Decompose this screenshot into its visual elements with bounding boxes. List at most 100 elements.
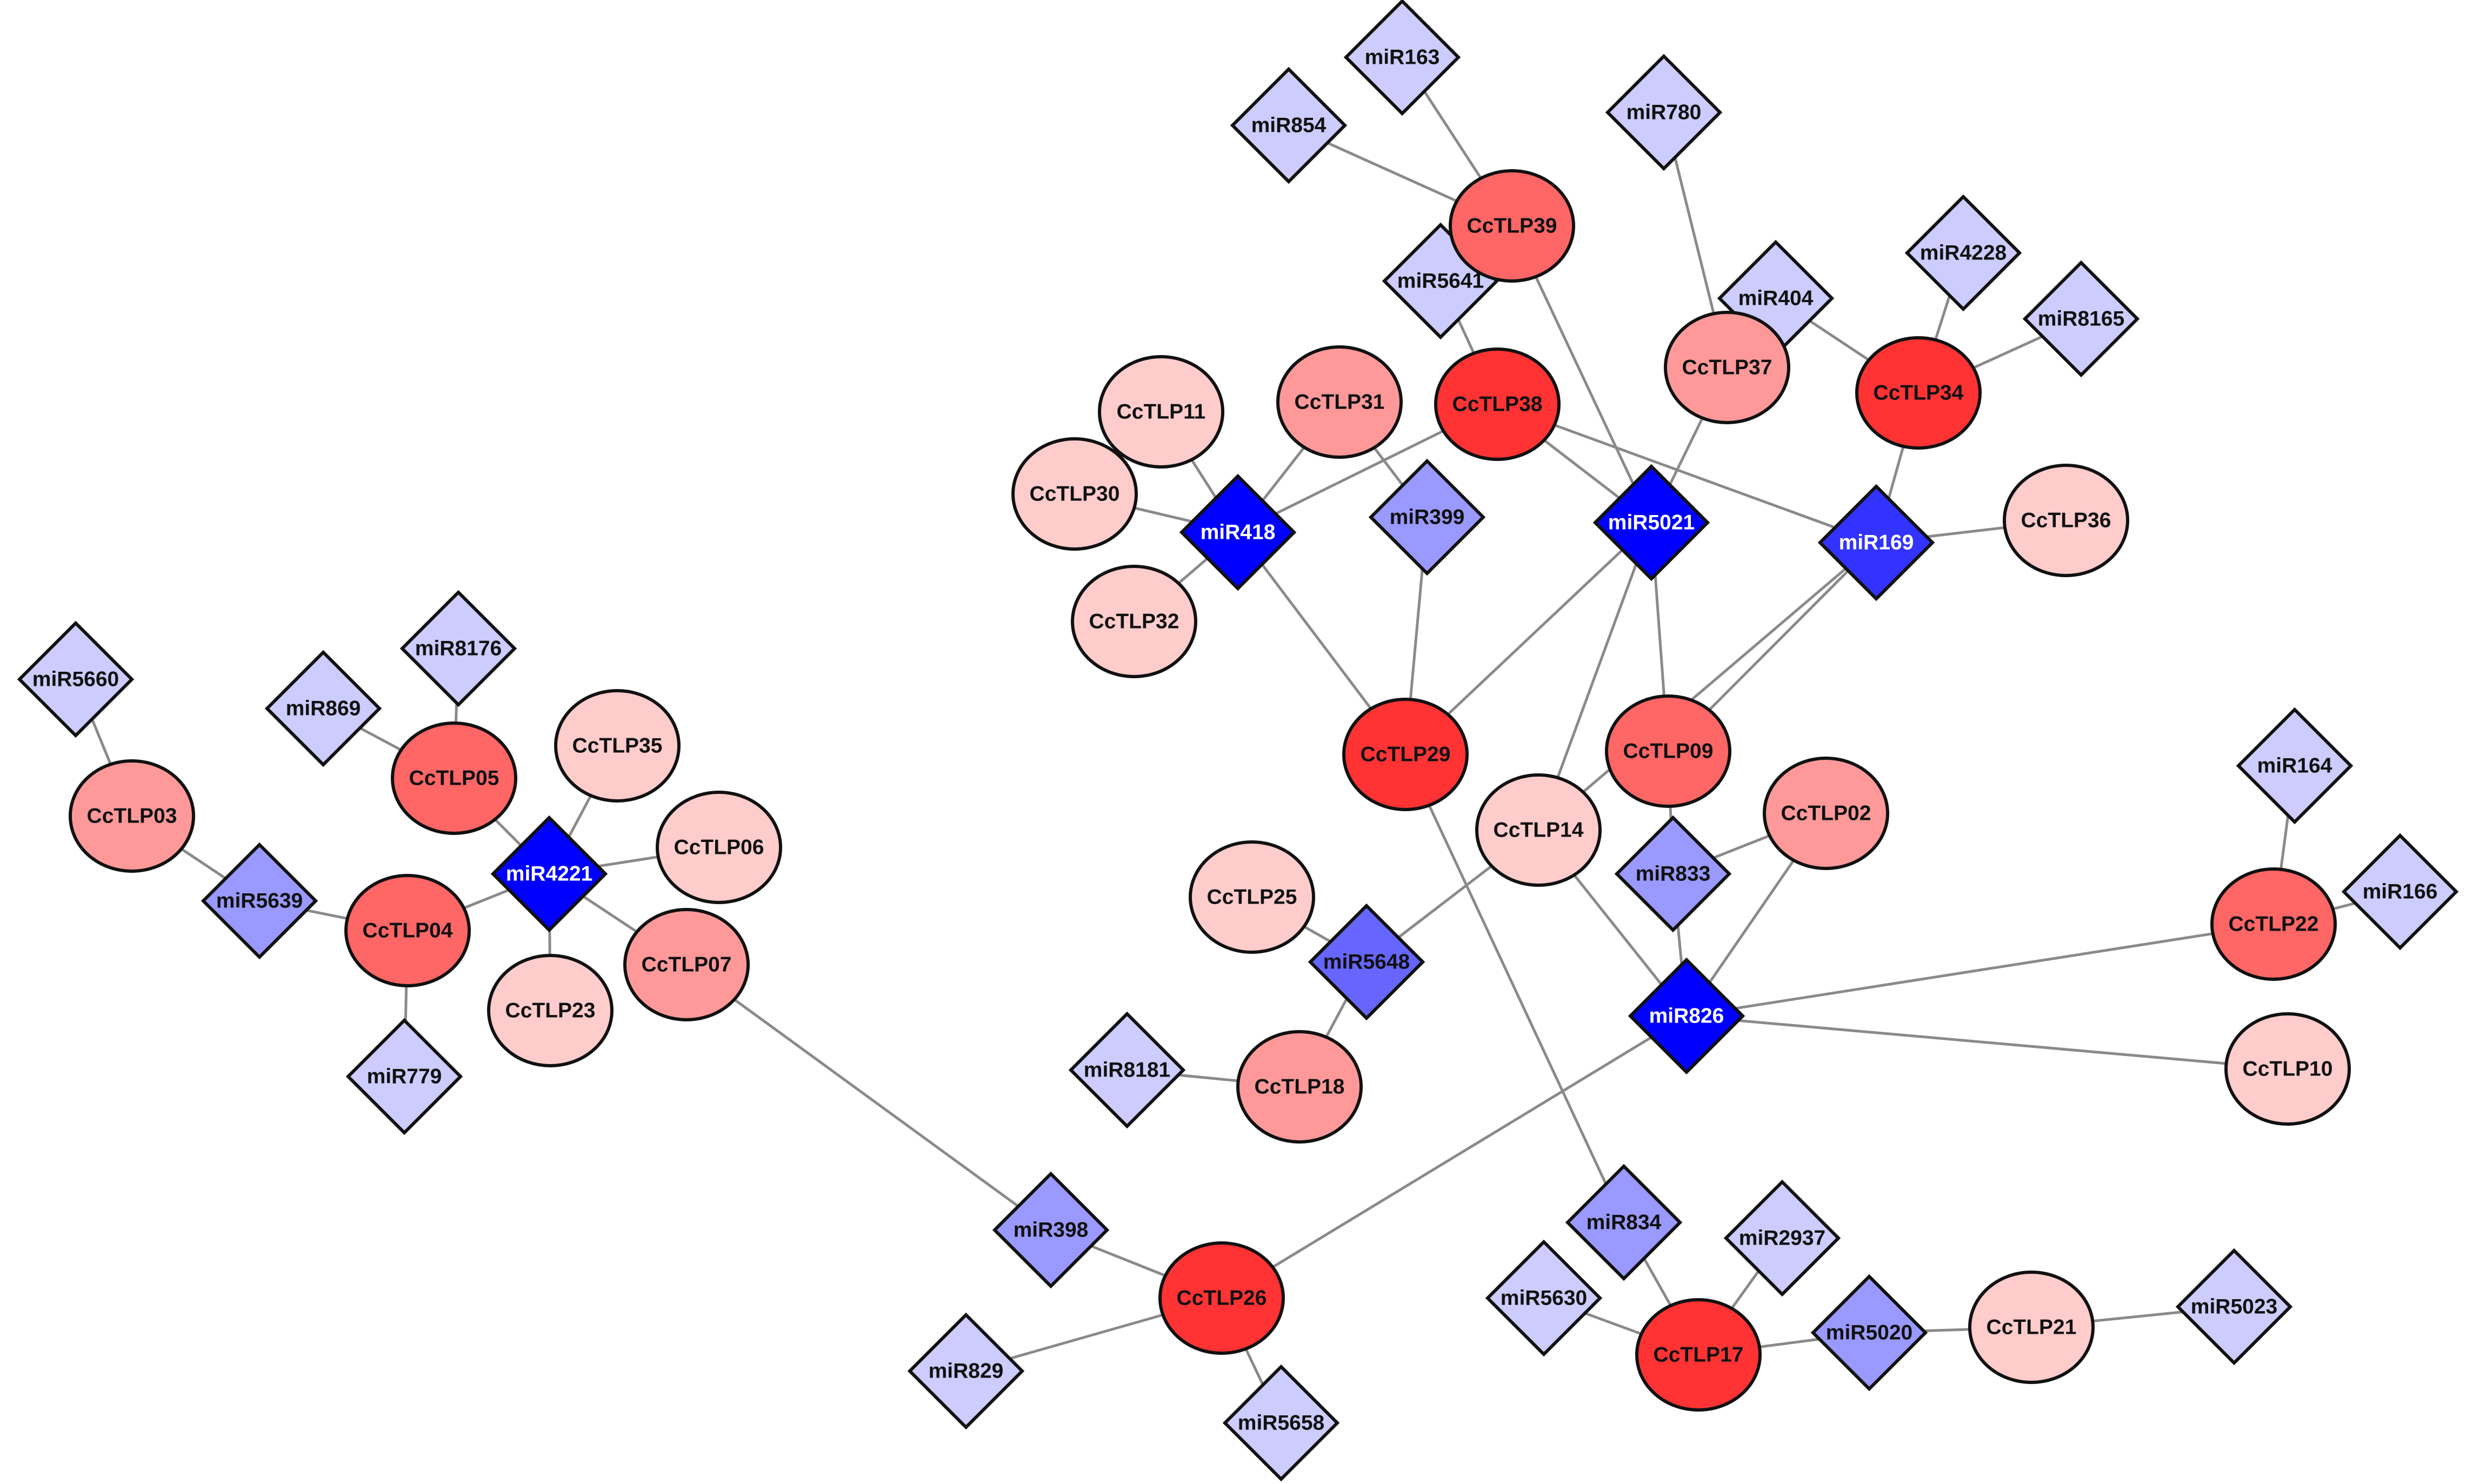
- mirna-node-mir829[interactable]: miR829: [907, 1312, 1025, 1430]
- mirna-node-mir834[interactable]: miR834: [1565, 1164, 1683, 1281]
- mirna-node-mir5021[interactable]: miR5021: [1592, 464, 1710, 581]
- mirna-node-mir5020[interactable]: miR5020: [1810, 1274, 1928, 1392]
- mirna-label: miR418: [1201, 521, 1276, 544]
- gene-node-cctlp25[interactable]: CcTLP25: [1189, 840, 1315, 954]
- diamond-shape: [1308, 903, 1425, 1021]
- gene-node-cctlp30[interactable]: CcTLP30: [1011, 437, 1138, 551]
- ellipse-shape: [1276, 345, 1403, 459]
- mirna-node-mir8165[interactable]: miR8165: [2022, 260, 2140, 378]
- mirna-node-mir8176[interactable]: miR8176: [399, 590, 517, 707]
- mirna-node-mir399[interactable]: miR399: [1368, 458, 1486, 576]
- gene-label: CcTLP21: [1987, 1316, 2077, 1339]
- gene-node-cctlp18[interactable]: CcTLP18: [1236, 1030, 1363, 1144]
- gene-node-cctlp26[interactable]: CcTLP26: [1158, 1241, 1285, 1355]
- gene-node-cctlp32[interactable]: CcTLP32: [1071, 565, 1197, 678]
- ellipse-shape: [2210, 867, 2337, 981]
- ellipse-shape: [391, 721, 517, 835]
- mirna-label: miR2937: [1739, 1227, 1825, 1250]
- diamond-shape: [1368, 458, 1486, 576]
- mirna-label: miR5641: [1397, 270, 1484, 293]
- mirna-node-mir5639[interactable]: miR5639: [201, 842, 318, 960]
- gene-node-cctlp03[interactable]: CcTLP03: [69, 759, 195, 873]
- ellipse-shape: [656, 791, 782, 904]
- gene-node-cctlp07[interactable]: CcTLP07: [623, 908, 750, 1021]
- edge-cctlp38-mir169: [1497, 403, 1877, 544]
- mirna-label: miR854: [1251, 114, 1327, 137]
- gene-node-cctlp39[interactable]: CcTLP39: [1449, 169, 1575, 283]
- mirna-node-mir4228[interactable]: miR4228: [1904, 194, 2022, 312]
- ellipse-shape: [1855, 336, 1982, 450]
- mirna-node-mir780[interactable]: miR780: [1605, 54, 1723, 171]
- gene-node-cctlp22[interactable]: CcTLP22: [2210, 867, 2337, 981]
- gene-label: CcTLP37: [1682, 356, 1772, 379]
- mirna-label: miR8165: [2038, 308, 2124, 331]
- ellipse-shape: [1449, 169, 1575, 283]
- mirna-node-mir418[interactable]: miR418: [1179, 473, 1297, 591]
- gene-node-cctlp29[interactable]: CcTLP29: [1342, 698, 1469, 811]
- mirna-label: miR826: [1649, 1005, 1724, 1028]
- mirna-node-mir398[interactable]: miR398: [992, 1171, 1110, 1289]
- gene-node-cctlp09[interactable]: CcTLP09: [1605, 694, 1731, 808]
- gene-node-cctlp11[interactable]: CcTLP11: [1098, 355, 1224, 469]
- mirna-node-mir5630[interactable]: miR5630: [1485, 1239, 1603, 1357]
- mirna-node-mir833[interactable]: miR833: [1614, 815, 1732, 933]
- mirna-node-mir8181[interactable]: miR8181: [1068, 1011, 1186, 1129]
- diamond-shape: [992, 1171, 1110, 1289]
- gene-node-cctlp35[interactable]: CcTLP35: [554, 689, 681, 803]
- mirna-node-mir169[interactable]: miR169: [1817, 484, 1935, 601]
- mirna-node-mir826[interactable]: miR826: [1628, 957, 1745, 1075]
- mirna-node-mir5023[interactable]: miR5023: [2175, 1248, 2293, 1366]
- gene-node-cctlp36[interactable]: CcTLP36: [2003, 464, 2129, 577]
- mirna-node-mir854[interactable]: miR854: [1230, 66, 1348, 184]
- diamond-shape: [399, 590, 517, 707]
- diamond-shape: [17, 620, 135, 738]
- mirna-node-mir5658[interactable]: miR5658: [1222, 1364, 1340, 1482]
- mirna-node-mir779[interactable]: miR779: [345, 1018, 463, 1135]
- ellipse-shape: [344, 874, 471, 987]
- gene-node-cctlp23[interactable]: CcTLP23: [487, 954, 614, 1067]
- gene-node-cctlp04[interactable]: CcTLP04: [344, 874, 471, 987]
- gene-node-cctlp21[interactable]: CcTLP21: [1968, 1271, 2095, 1384]
- mirna-node-mir2937[interactable]: miR2937: [1723, 1179, 1841, 1297]
- gene-node-cctlp02[interactable]: CcTLP02: [1763, 757, 1889, 870]
- gene-label: CcTLP29: [1361, 743, 1451, 766]
- mirna-node-mir163[interactable]: miR163: [1343, 0, 1461, 116]
- gene-node-cctlp31[interactable]: CcTLP31: [1276, 345, 1403, 459]
- mirna-label: miR404: [1738, 287, 1814, 310]
- ellipse-shape: [1664, 311, 1790, 424]
- mirna-node-mir4221[interactable]: miR4221: [490, 815, 608, 933]
- gene-node-cctlp38[interactable]: CcTLP38: [1434, 347, 1561, 461]
- ellipse-shape: [1189, 840, 1315, 954]
- gene-node-cctlp14[interactable]: CcTLP14: [1475, 773, 1602, 887]
- gene-node-cctlp10[interactable]: CcTLP10: [2224, 1012, 2351, 1126]
- mirna-node-mir869[interactable]: miR869: [264, 650, 382, 767]
- mirna-node-mir166[interactable]: miR166: [2341, 833, 2459, 951]
- ellipse-shape: [554, 689, 681, 803]
- mirna-node-mir164[interactable]: miR164: [2236, 707, 2354, 825]
- edge-mir169-cctlp14: [1537, 542, 1877, 831]
- mirna-node-mir5648[interactable]: miR5648: [1308, 903, 1425, 1021]
- gene-label: CcTLP05: [409, 767, 499, 790]
- mirna-label: miR164: [2257, 754, 2332, 778]
- ellipse-shape: [1635, 1298, 1762, 1412]
- ellipse-shape: [1763, 757, 1889, 870]
- diamond-shape: [1605, 54, 1723, 171]
- gene-node-cctlp06[interactable]: CcTLP06: [656, 791, 782, 904]
- ellipse-shape: [2003, 464, 2129, 577]
- edge-mir826-cctlp22: [1686, 923, 2274, 1018]
- gene-node-cctlp37[interactable]: CcTLP37: [1664, 311, 1790, 424]
- gene-label: CcTLP02: [1781, 802, 1871, 825]
- edge-mir826-cctlp10: [1686, 1014, 2288, 1071]
- gene-node-cctlp34[interactable]: CcTLP34: [1855, 336, 1982, 450]
- gene-label: CcTLP34: [1874, 382, 1964, 405]
- mirna-node-mir5660[interactable]: miR5660: [17, 620, 135, 738]
- gene-label: CcTLP22: [2229, 913, 2319, 936]
- gene-label: CcTLP35: [572, 734, 663, 758]
- gene-node-cctlp05[interactable]: CcTLP05: [391, 721, 517, 835]
- gene-node-cctlp17[interactable]: CcTLP17: [1635, 1298, 1762, 1412]
- ellipse-shape: [69, 759, 195, 873]
- diamond-shape: [1343, 0, 1461, 116]
- edge-mir826-cctlp26: [1221, 1014, 1688, 1300]
- diamond-shape: [2236, 707, 2354, 825]
